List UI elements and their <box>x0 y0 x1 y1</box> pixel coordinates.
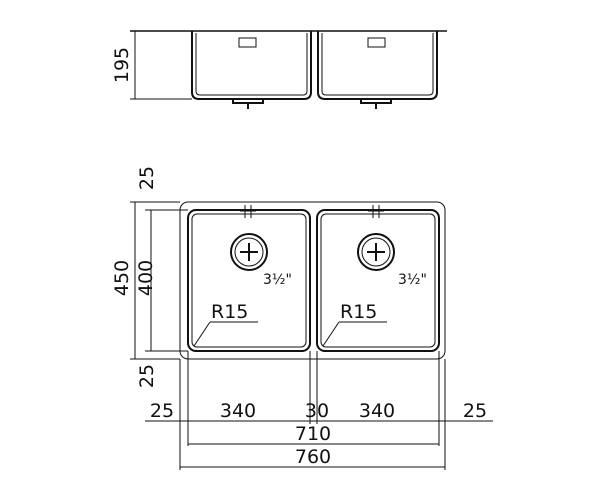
top-margin-dimension-label: 25 <box>136 166 158 190</box>
right-bowl-inner-outline <box>320 213 436 348</box>
left-bowl-inner-profile <box>195 33 308 96</box>
bowl-1-width-dimension-label: 340 <box>220 400 256 422</box>
inner-depth-dimension-label: 400 <box>135 260 157 296</box>
left-bowl-inner-outline <box>191 213 307 348</box>
right-overflow-icon <box>367 37 386 48</box>
outer-flange-outline <box>179 201 446 360</box>
divider-width-dimension-label: 30 <box>305 400 329 422</box>
right-drain-outlet-icon <box>360 99 392 109</box>
left-drain-outlet-icon <box>232 99 264 109</box>
right-drain-size-label: 3½" <box>398 272 427 288</box>
left-drain-size-label: 3½" <box>263 272 292 288</box>
height-dimension-label: 195 <box>111 47 133 83</box>
left-overflow-icon <box>238 37 257 48</box>
outer-depth-dimension-label: 450 <box>111 260 133 296</box>
right-bowl-outline <box>316 209 440 352</box>
left-radius-label: R15 <box>211 301 248 323</box>
side-view: 195 <box>111 30 447 109</box>
right-margin-dimension-label: 25 <box>463 400 487 422</box>
left-margin-dimension-label: 25 <box>150 400 174 422</box>
right-bowl-profile <box>317 31 438 100</box>
bottom-margin-dimension-label: 25 <box>136 364 158 388</box>
left-bowl-outline <box>187 209 311 352</box>
outer-total-width-label: 760 <box>295 446 331 468</box>
left-drain-icon <box>230 233 268 271</box>
right-bowl-inner-profile <box>321 33 434 96</box>
right-radius-label: R15 <box>340 301 377 323</box>
right-radius-callout: R15 <box>322 301 387 347</box>
left-radius-callout: R15 <box>193 301 258 347</box>
right-overflow-mark-icon <box>368 205 384 218</box>
top-view: 3½" 3½" R15 R15 25 450 400 25 <box>111 166 493 470</box>
left-overflow-mark-icon <box>240 205 256 218</box>
bowl-2-width-dimension-label: 340 <box>359 400 395 422</box>
left-bowl-profile <box>191 31 312 100</box>
inner-total-width-label: 710 <box>295 423 331 445</box>
right-drain-icon <box>357 233 395 271</box>
